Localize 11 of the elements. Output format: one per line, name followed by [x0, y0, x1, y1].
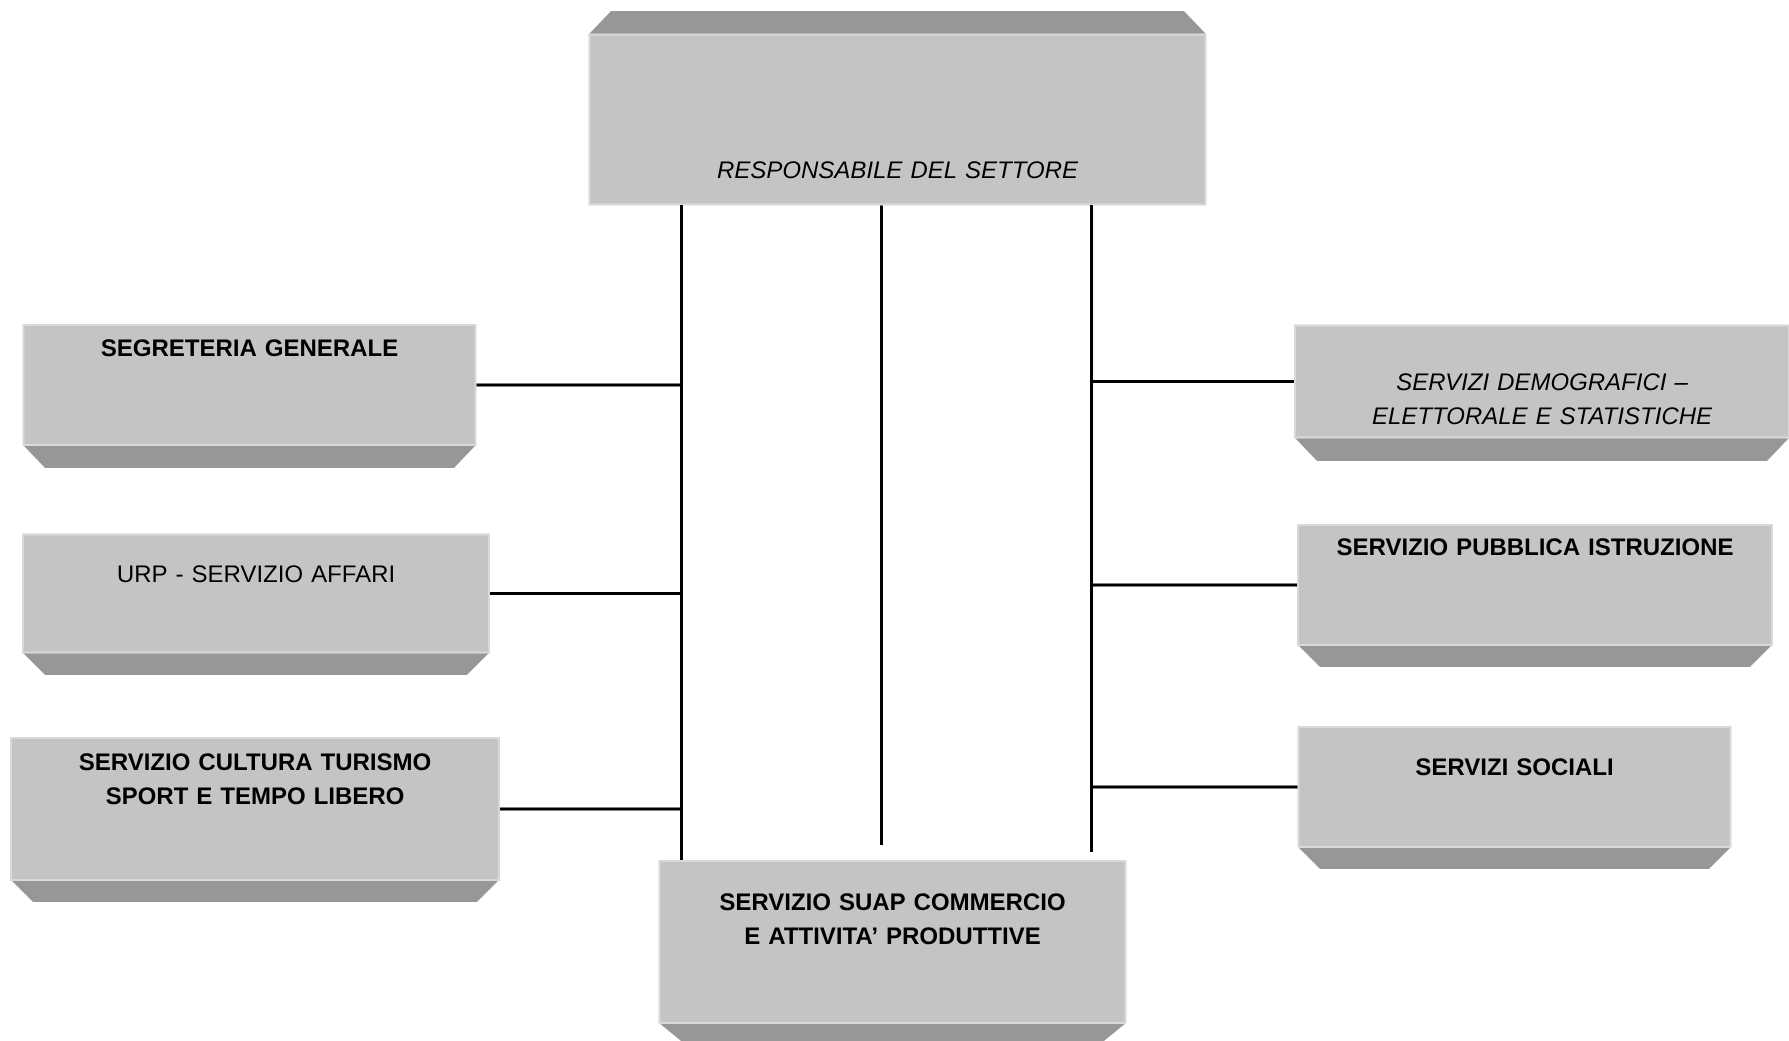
- process-box: RESPONSABILE DEL SETTORE: [588, 11, 1207, 206]
- process-box: SERVIZIO PUBBLICA ISTRUZIONE: [1297, 524, 1773, 667]
- connector-line: [1090, 205, 1298, 789]
- process-box: SERVIZIO SUAP COMMERCIO E ATTIVITA’ PRODUTTIVE: [658, 860, 1127, 1041]
- connector-line: [880, 205, 883, 845]
- process-box: SEGRETERIA GENERALE: [22, 324, 477, 468]
- connector-line: [680, 205, 683, 860]
- process-box: URP - SERVIZIO AFFARI: [22, 533, 490, 675]
- process-box: SERVIZI SOCIALI: [1297, 726, 1732, 869]
- process-box: SERVIZIO CULTURA TURISMO SPORT E TEMPO LIBERO: [10, 737, 500, 902]
- process-box: SERVIZI DEMOGRAFICI – ELETTORALE E STATISTICHE: [1294, 324, 1789, 461]
